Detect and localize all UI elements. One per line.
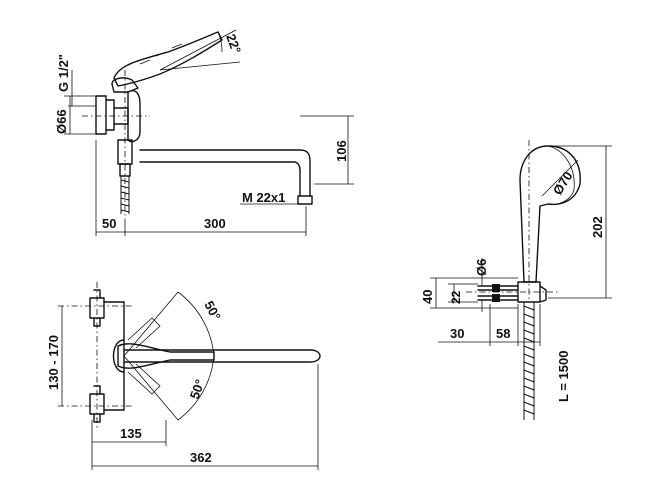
shower-face <box>547 145 575 205</box>
dim-len-30-58 <box>438 304 541 346</box>
label-dia-6: Ø6 <box>474 259 489 276</box>
angle-arc-22 <box>217 31 223 53</box>
flange-nut <box>105 99 115 131</box>
label-angle-50-top: 50° <box>201 298 223 322</box>
wall-plugs <box>492 284 500 302</box>
shower-view: Ø70 202 Ø6 40 22 30 58 L = 1500 <box>420 140 612 420</box>
spout-top-view <box>123 349 321 363</box>
dim-thread-g <box>68 70 96 107</box>
dim-height-40 <box>430 277 518 309</box>
spout-bottom <box>139 161 301 197</box>
cartridge-top <box>112 339 125 373</box>
dim-dia-66 <box>64 95 96 135</box>
dim-length-50-300 <box>95 140 307 236</box>
label-hose-length: L = 1500 <box>556 351 571 402</box>
rotation-line-down <box>123 355 179 421</box>
label-thread-g: G 1/2" <box>56 54 71 92</box>
rotation-arc <box>177 291 215 421</box>
spout-top <box>139 149 311 197</box>
top-view: 130 - 170 50° 50° 135 362 <box>46 282 321 470</box>
label-len-362: 362 <box>190 450 212 465</box>
label-len-58: 58 <box>496 326 510 341</box>
dim-height-106 <box>300 115 354 185</box>
dim-len-362 <box>91 364 319 470</box>
label-angle-22: 22° <box>223 32 244 56</box>
label-angle-50-bottom: 50° <box>187 377 208 401</box>
lever-top <box>117 343 215 369</box>
upper-eccentric-detail <box>93 289 101 327</box>
ghost-lever-down <box>127 363 161 395</box>
cartridge-cap <box>111 77 139 93</box>
hose-nut <box>119 163 131 177</box>
mixer-body <box>127 90 141 143</box>
lever-ref-line <box>159 29 237 71</box>
label-height-106: 106 <box>334 140 349 162</box>
holder-tip <box>539 285 547 303</box>
rotation-line-up <box>123 291 179 357</box>
label-dia-70: Ø70 <box>550 169 576 198</box>
label-height-202: 202 <box>590 216 605 238</box>
lever-grip-marks <box>139 43 183 65</box>
dim-dia-70 <box>541 159 579 197</box>
hose-windings <box>523 305 535 415</box>
label-range-130-170: 130 - 170 <box>46 335 61 390</box>
side-view: G 1/2" 22° Ø66 106 M 22x1 50 300 <box>54 29 354 236</box>
label-len-30: 30 <box>450 326 464 341</box>
diverter <box>117 139 133 165</box>
wall-flange <box>95 95 107 135</box>
shower-hose <box>523 302 535 420</box>
dim-height-202 <box>548 145 612 299</box>
dim-height-22 <box>448 283 478 303</box>
label-dia-66: Ø66 <box>54 109 69 134</box>
label-height-40: 40 <box>420 290 435 304</box>
center-lines-top <box>58 282 132 430</box>
label-thread-m: M 22x1 <box>242 190 285 205</box>
spout-nozzle <box>297 195 313 205</box>
label-len-135: 135 <box>120 426 142 441</box>
label-len-50: 50 <box>102 216 116 231</box>
ghost-lever-up <box>127 317 161 349</box>
dim-len-135 <box>91 420 167 446</box>
label-len-300: 300 <box>204 216 226 231</box>
lever-ref-line-2 <box>159 61 241 71</box>
label-height-22: 22 <box>449 290 463 304</box>
lever-handle <box>113 31 223 87</box>
